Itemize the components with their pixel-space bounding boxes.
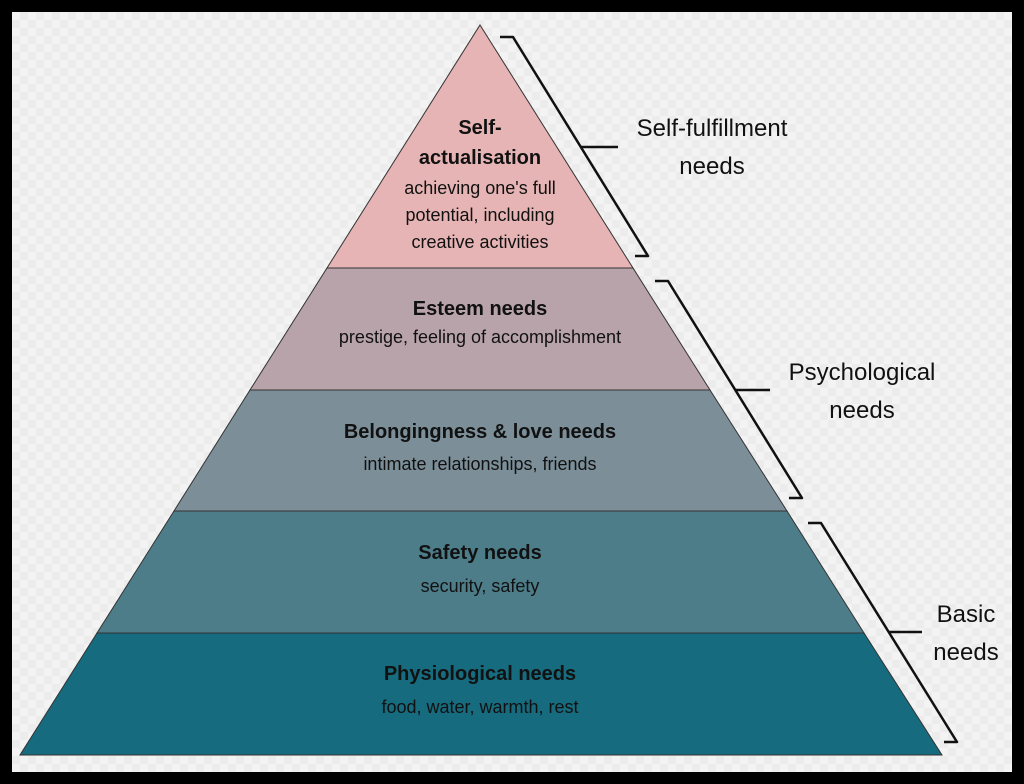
physiological-desc: food, water, warmth, rest [381,697,578,717]
self-actualisation-desc-line3: creative activities [411,232,548,252]
group-labels: Self-fulfillment needs Psychological nee… [637,115,999,666]
pyramid-levels [19,24,943,756]
physiological-title: Physiological needs [384,663,576,685]
safety-title: Safety needs [418,542,541,564]
group-label-basic-line2: needs [933,639,998,666]
belongingness-title: Belongingness & love needs [344,421,616,443]
self-actualisation-title-line2: actualisation [419,147,541,169]
level-belongingness [173,389,788,512]
esteem-title: Esteem needs [413,298,548,320]
esteem-desc: prestige, feeling of accomplishment [339,327,621,347]
self-actualisation-desc-line1: achieving one's full [404,178,556,198]
group-label-psychological-line1: Psychological [789,359,936,386]
group-label-basic-line1: Basic [937,601,996,628]
safety-desc: security, safety [421,576,540,596]
group-brackets [500,35,959,744]
group-label-psychological-line2: needs [829,397,894,424]
level-safety [96,510,865,634]
self-actualisation-desc-line2: potential, including [405,205,554,225]
group-label-self-fulfillment-line2: needs [679,153,744,180]
group-label-self-fulfillment-line1: Self-fulfillment [637,115,788,142]
bracket-self-fulfillment [500,35,650,258]
level-physiological [19,632,943,756]
level-texts: Self- actualisation achieving one's full… [339,117,621,717]
belongingness-desc: intimate relationships, friends [363,454,596,474]
self-actualisation-title-line1: Self- [458,117,501,139]
